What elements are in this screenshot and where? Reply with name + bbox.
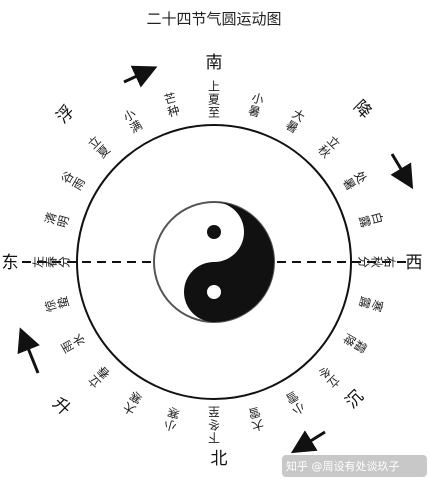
solar-term-label: 清明	[43, 211, 72, 230]
solar-term-label: 霜降	[340, 331, 369, 355]
north-label: 北	[211, 449, 228, 469]
solar-term: 大寒	[121, 388, 145, 417]
solar-term-label: 小寒	[163, 404, 182, 433]
solar-term-label: 处暑	[340, 169, 369, 193]
yin-yang-icon	[153, 201, 275, 323]
east-label: 东	[2, 253, 19, 273]
solar-term: 惊蛰	[42, 295, 72, 314]
solar-term-label: 立秋	[315, 133, 343, 161]
solar-term: 小暑	[247, 91, 266, 120]
solar-term-label: 立冬	[315, 363, 343, 391]
descend-label: 降	[349, 97, 375, 123]
solar-term-label: 惊蛰	[42, 295, 72, 314]
solar-term-label: 左春分	[31, 256, 72, 268]
solar-term-label: 右秋分	[356, 256, 397, 268]
arrow-icon-bottom	[290, 430, 326, 454]
solar-term: 下冬至	[208, 404, 220, 444]
solar-term: 寒露	[356, 295, 386, 314]
solar-term-label: 谷雨	[59, 169, 88, 193]
solar-term-label: 大暑	[283, 107, 307, 136]
solar-term: 清明	[43, 211, 72, 230]
solar-term: 上夏至	[208, 80, 220, 120]
arrow-icon-left	[17, 327, 40, 374]
solar-term: 立冬	[315, 363, 343, 391]
south-label: 南	[206, 53, 223, 73]
solar-term: 芒种	[162, 90, 181, 120]
sink-label: 沉	[342, 387, 368, 413]
rise-label: 升	[48, 394, 74, 420]
solar-term: 立夏	[85, 133, 113, 161]
solar-term-label: 大寒	[121, 388, 145, 417]
solar-term-label: 上夏至	[208, 80, 220, 120]
solar-term-label: 小满	[121, 107, 145, 136]
solar-term: 大暑	[283, 107, 307, 136]
solar-term-label: 下冬至	[208, 404, 220, 444]
solar-term: 谷雨	[59, 169, 88, 193]
solar-term: 小寒	[163, 404, 182, 433]
solar-term: 小雪	[283, 388, 307, 417]
west-label: 西	[406, 253, 423, 273]
solar-term: 立春	[85, 363, 113, 391]
solar-term-label: 大雪	[247, 404, 266, 433]
solar-term: 左春分	[31, 256, 72, 268]
solar-term-label: 寒露	[356, 295, 386, 314]
ascend-float-label: 浮	[53, 102, 79, 128]
solar-term-label: 小雪	[283, 388, 307, 417]
solar-term: 立秋	[315, 133, 343, 161]
page-title: 二十四节气圆运动图	[146, 10, 281, 28]
solar-term-label: 白露	[356, 210, 386, 229]
watermark-text: 知乎 @周设有处谈玖子	[286, 459, 400, 473]
solar-term-label: 雨水	[59, 331, 88, 355]
solar-term-label: 立夏	[85, 133, 113, 161]
solar-term: 大雪	[247, 404, 266, 433]
season-circle	[76, 124, 352, 400]
solar-term: 右秋分	[356, 256, 397, 268]
solar-term: 霜降	[340, 331, 369, 355]
arrow-icon-right	[390, 153, 414, 190]
watermark: 知乎 @周设有处谈玖子	[282, 455, 427, 477]
solar-term: 处暑	[340, 169, 369, 193]
solar-term: 小满	[121, 107, 145, 136]
solar-term: 雨水	[59, 331, 88, 355]
arrow-icon-top	[123, 65, 158, 88]
solar-term-label: 芒种	[162, 90, 181, 120]
solar-term: 白露	[356, 210, 386, 229]
solar-term-label: 立春	[85, 363, 113, 391]
solar-term-label: 小暑	[247, 91, 266, 120]
